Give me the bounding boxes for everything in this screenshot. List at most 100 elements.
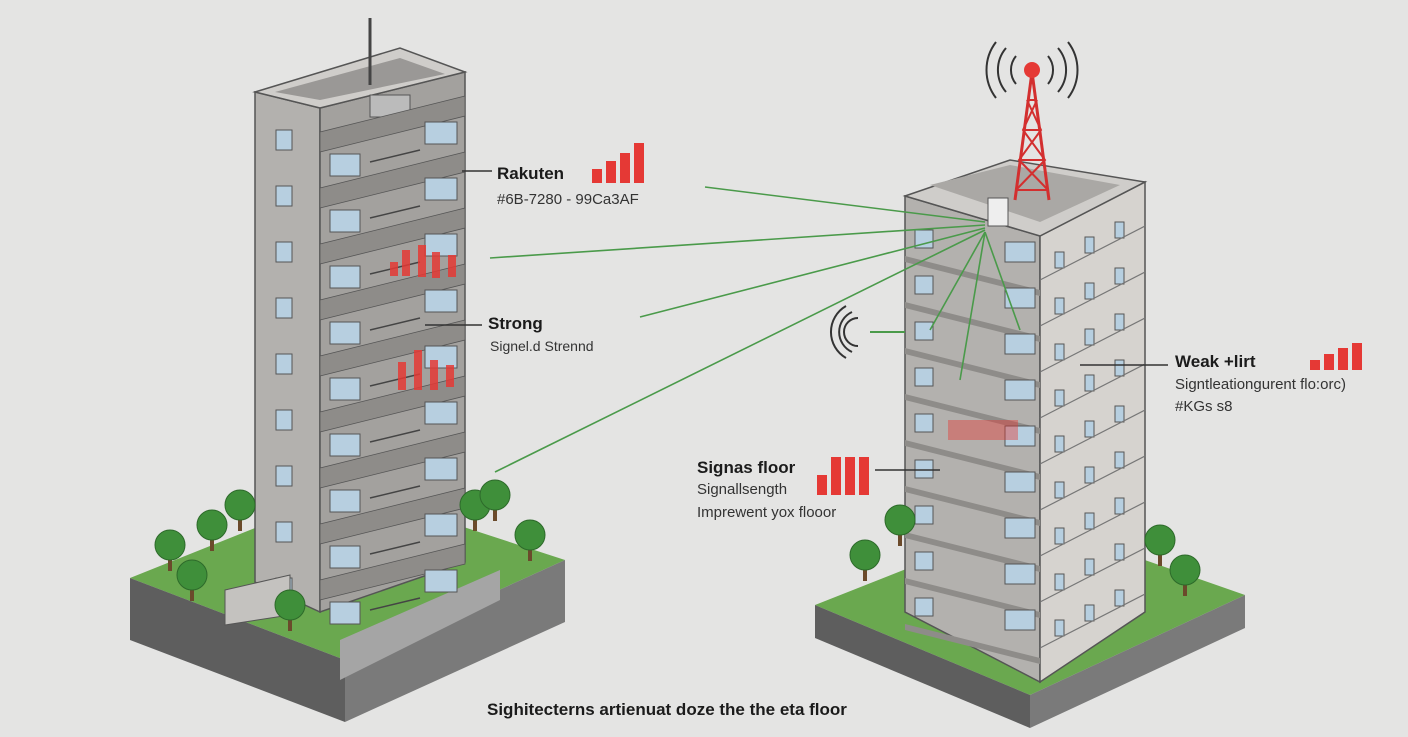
window <box>1084 236 1095 254</box>
tree <box>479 479 511 511</box>
floor-slab <box>905 394 1040 434</box>
window <box>1054 389 1065 407</box>
floor-slab <box>319 431 466 489</box>
window <box>914 459 934 479</box>
balcony-rail <box>369 485 421 499</box>
tree-trunk <box>168 555 172 571</box>
window <box>329 265 361 289</box>
tree-trunk <box>493 505 497 521</box>
floor-slab <box>319 95 466 153</box>
floor-slab <box>905 532 1040 572</box>
balcony-rail <box>369 373 421 387</box>
leader-lines <box>425 170 1168 471</box>
window <box>424 457 458 481</box>
window <box>1084 420 1095 438</box>
tree-trunk <box>1183 580 1187 596</box>
signal-bar <box>592 169 602 183</box>
tree-trunk <box>473 515 477 531</box>
tree-trunk <box>288 615 292 631</box>
wifi-waves-icon <box>829 305 905 359</box>
window <box>275 409 293 431</box>
window <box>1114 451 1125 469</box>
signal-bar <box>1324 354 1334 370</box>
window <box>1004 241 1036 263</box>
window <box>914 321 934 341</box>
window <box>1084 604 1095 622</box>
window <box>424 345 458 369</box>
window <box>329 209 361 233</box>
tree <box>196 509 228 541</box>
window <box>329 153 361 177</box>
window <box>1054 481 1065 499</box>
signal-bar <box>831 457 841 495</box>
window <box>275 129 293 151</box>
window <box>1084 558 1095 576</box>
right-building <box>902 159 1148 684</box>
window <box>329 601 361 625</box>
signal-bar <box>817 475 827 495</box>
balcony-rail <box>369 149 421 163</box>
tree-trunk <box>210 535 214 551</box>
facade-line <box>1039 363 1146 419</box>
signal-bar <box>845 457 855 495</box>
tree <box>1169 554 1201 586</box>
tree-trunk <box>238 515 242 531</box>
window <box>275 297 293 319</box>
window <box>1084 282 1095 300</box>
label-signas-subtitle: Signallsength <box>697 481 788 498</box>
window <box>424 177 458 201</box>
tree <box>154 529 186 561</box>
signal-bar <box>859 457 869 495</box>
window <box>914 413 934 433</box>
trees <box>154 479 1201 631</box>
balcony-rail <box>369 429 421 443</box>
window <box>1004 333 1036 355</box>
balcony-rail <box>369 205 421 219</box>
tree-trunk <box>863 565 867 581</box>
window <box>914 551 934 571</box>
window <box>1084 512 1095 530</box>
floor-slab <box>905 348 1040 388</box>
window <box>275 241 293 263</box>
window <box>1114 221 1125 239</box>
window <box>329 489 361 513</box>
label-strong-subtitle: Signel.d Strennd <box>490 338 594 354</box>
floor-slab <box>905 486 1040 526</box>
label-rakuten-title: Rakuten <box>497 164 565 183</box>
window <box>1004 563 1036 585</box>
window <box>1054 573 1065 591</box>
tree-trunk <box>898 530 902 546</box>
label-weak-subtitle: Signtleationgurent flo:orc) <box>1175 376 1346 393</box>
window <box>1054 527 1065 545</box>
window <box>424 233 458 257</box>
window <box>329 377 361 401</box>
window <box>275 521 293 543</box>
window <box>329 321 361 345</box>
window <box>424 121 458 145</box>
window <box>1054 251 1065 269</box>
signal-bar <box>1352 343 1362 370</box>
window <box>424 401 458 425</box>
tree-trunk <box>1158 550 1162 566</box>
facade-line <box>1039 271 1146 327</box>
window <box>914 229 934 249</box>
facade-line <box>1039 593 1146 649</box>
window <box>1084 466 1095 484</box>
window <box>329 433 361 457</box>
facade-line <box>1039 455 1146 511</box>
window <box>1114 405 1125 423</box>
window <box>1114 313 1125 331</box>
window <box>1114 589 1125 607</box>
signal-bar <box>606 161 616 183</box>
balcony-rail <box>369 597 421 611</box>
label-strong-title: Strong <box>488 314 543 333</box>
window <box>1114 543 1125 561</box>
balcony-rail <box>369 541 421 555</box>
window <box>1054 619 1065 637</box>
facade-line <box>1039 409 1146 465</box>
label-weak-title: Weak +lirt <box>1175 352 1256 371</box>
window <box>914 597 934 617</box>
floor-slab <box>319 543 466 601</box>
signal-lines <box>489 186 1021 473</box>
